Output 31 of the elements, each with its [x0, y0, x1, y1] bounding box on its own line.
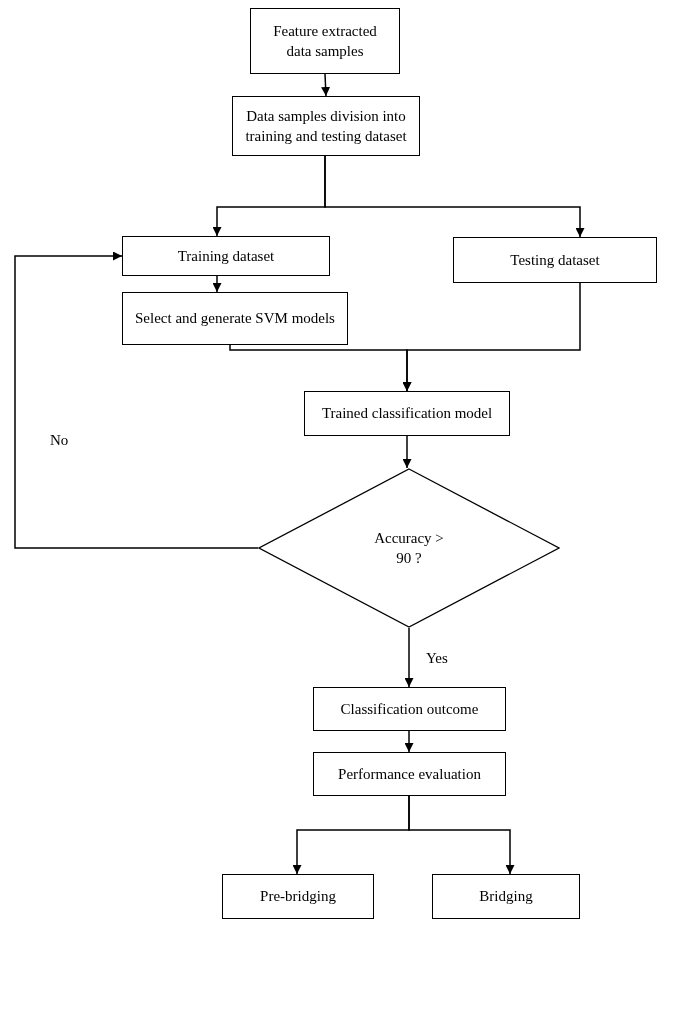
- arrow: [404, 627, 414, 688]
- decision-diamond: [258, 468, 560, 628]
- process-box: [232, 96, 420, 156]
- process-box: [453, 237, 657, 283]
- process-box: [313, 687, 506, 731]
- node-text: Testing dataset: [509, 250, 601, 270]
- process-box: [304, 391, 510, 436]
- node-text: Bridging: [478, 887, 534, 907]
- arrow: [321, 73, 331, 97]
- node-text: Feature extracted data samples: [272, 21, 378, 61]
- process-box: [122, 236, 330, 276]
- node-text: Classification outcome: [339, 699, 480, 719]
- arrow: [212, 275, 222, 293]
- node-text: Performance evaluation: [337, 764, 482, 784]
- node-text: Data samples division into training and testing dataset: [244, 106, 408, 146]
- process-box: [122, 292, 348, 345]
- node-text: Training dataset: [176, 246, 276, 266]
- node-text: Select and generate SVM models: [134, 309, 336, 329]
- arrow: [404, 730, 414, 753]
- node-text: Accuracy > 90 ?: [373, 528, 445, 568]
- process-box: [313, 752, 506, 796]
- process-box: [432, 874, 580, 919]
- node-text: Trained classification model: [320, 404, 494, 424]
- process-box: [222, 874, 374, 919]
- arrow: [402, 435, 412, 469]
- arrow: [14, 251, 259, 549]
- arrow: [408, 795, 515, 875]
- node-text: Pre-bridging: [259, 887, 337, 907]
- process-box: [250, 8, 400, 74]
- arrow: [402, 282, 581, 392]
- arrow: [324, 155, 585, 238]
